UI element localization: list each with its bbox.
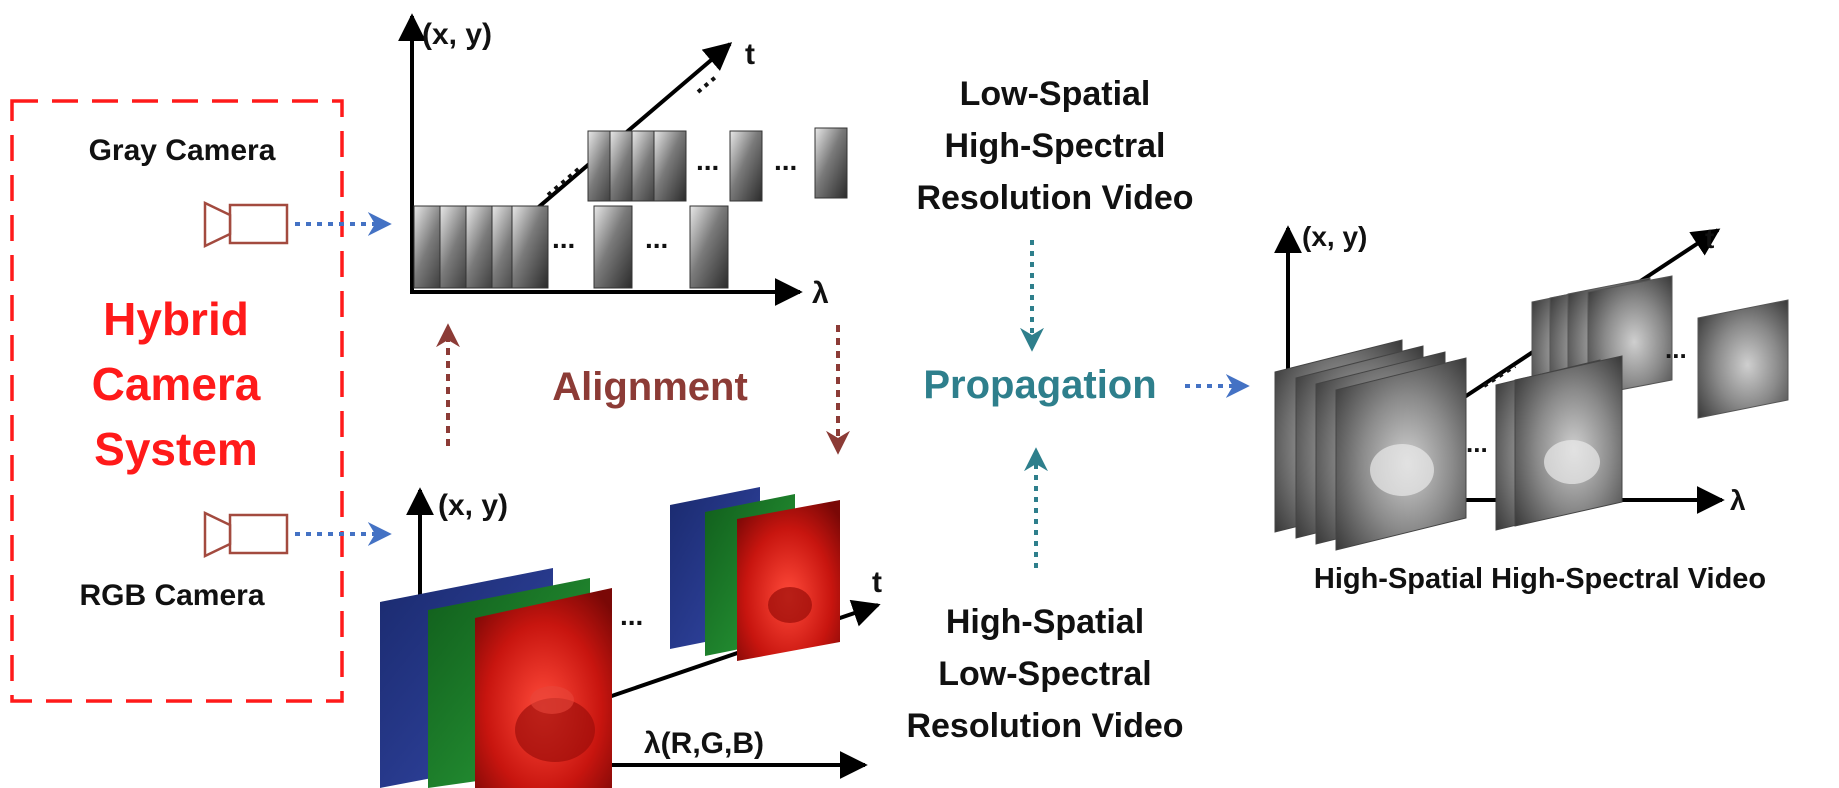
video-camera-icon: [203, 201, 289, 248]
alignment-label: Alignment: [552, 365, 748, 409]
caption-line: Resolution Video: [916, 179, 1193, 217]
ellipsis: ...: [696, 145, 719, 176]
caption-line: Low-Spectral: [938, 655, 1151, 693]
alignment-group: Alignment: [436, 323, 850, 455]
y-axis-label: (x, y): [422, 18, 492, 51]
high-spatial-caption: High-Spatial Low-Spectral Resolution Vid…: [906, 603, 1183, 745]
ellipsis: ...: [774, 145, 797, 176]
t-axis-label: t: [1705, 223, 1714, 254]
caption-line: High-Spatial: [946, 603, 1144, 641]
rgb-camera-label: RGB Camera: [79, 579, 264, 612]
low-spatial-video-plot: (x, y) t λ ... ... ... ...: [398, 13, 848, 310]
t-axis-continuation-dots: [546, 164, 584, 197]
ellipsis: ...: [1665, 334, 1687, 364]
gray-camera-label: Gray Camera: [89, 134, 276, 167]
t-axis-label: t: [745, 38, 755, 71]
t-axis-label: t: [872, 566, 882, 599]
t-axis-continuation-dots: [1482, 364, 1517, 388]
system-title-line-1: Hybrid: [103, 293, 249, 345]
rgb-frames-first: [380, 568, 612, 788]
ellipsis: ...: [1466, 428, 1488, 458]
output-caption: High-Spatial High-Spectral Video: [1314, 563, 1766, 595]
low-spatial-caption: Low-Spatial High-Spectral Resolution Vid…: [916, 75, 1193, 217]
ellipsis: ...: [620, 600, 643, 631]
y-axis-label: (x, y): [1302, 221, 1367, 252]
lambda-axis-label: λ: [1730, 485, 1746, 516]
caption-line: Low-Spatial: [960, 75, 1151, 113]
spectral-frames-first: ... ...: [413, 205, 729, 289]
lambda-axis-label: λ(R,G,B): [644, 727, 764, 760]
output-video-plot: (x, y) t λ ... ... High-Spatial High-Spe…: [1274, 221, 1789, 595]
rgb-frames-later: [670, 487, 840, 661]
system-title-line-3: System: [94, 423, 258, 475]
hybrid-camera-system: Gray Camera Hybrid Camera System RGB Cam…: [10, 99, 344, 703]
video-camera-icon: [203, 511, 289, 558]
ellipsis: ...: [645, 223, 668, 254]
high-spatial-video-plot: (x, y) t λ(R,G,B) ...: [380, 487, 882, 788]
lambda-axis-label: λ: [812, 277, 829, 310]
caption-line: High-Spectral: [944, 127, 1165, 165]
output-frames-first: ...: [1274, 339, 1623, 551]
t-axis-continuation-dots: [696, 73, 720, 94]
propagation-label: Propagation: [923, 363, 1156, 407]
ellipsis: ...: [552, 223, 575, 254]
spectral-frames-later: ... ...: [587, 127, 848, 202]
y-axis-label: (x, y): [438, 489, 508, 522]
system-title-line-2: Camera: [92, 358, 261, 410]
caption-line: Resolution Video: [906, 707, 1183, 745]
system-dashed-border: [10, 99, 344, 703]
